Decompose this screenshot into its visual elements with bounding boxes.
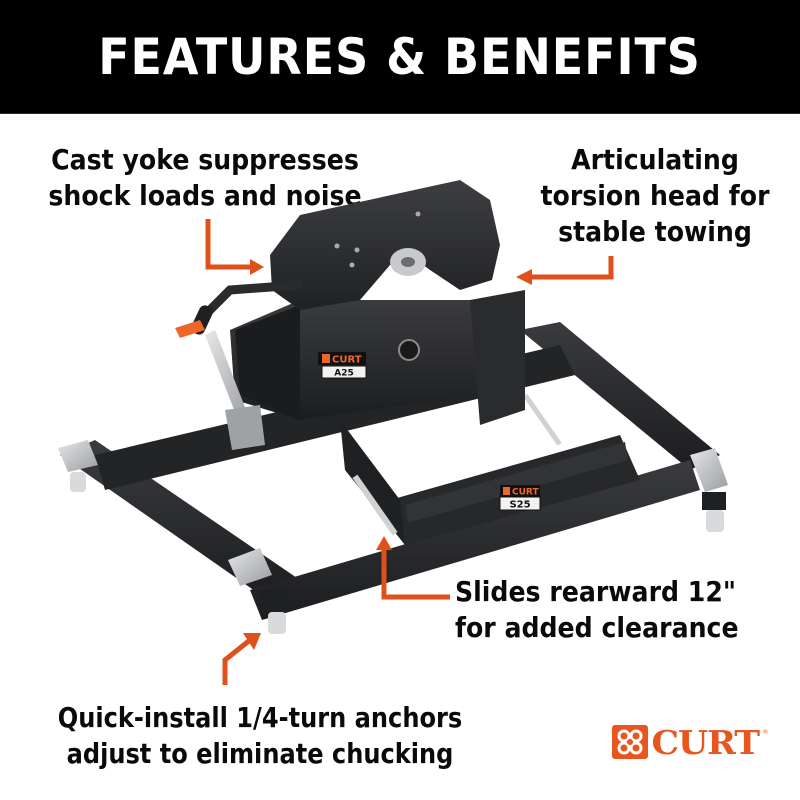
registered-mark: ®: [762, 729, 769, 736]
slider-label: CURT S25: [499, 485, 541, 511]
head-label: CURT A25: [318, 352, 367, 379]
anchor-back-left: [58, 440, 98, 492]
callout-line: stable towing: [558, 215, 752, 248]
callout-line: for added clearance: [455, 611, 739, 644]
callout-line: Quick-install 1/4-turn anchors: [57, 701, 463, 734]
curt-logo-wordmark: CURT: [651, 722, 760, 762]
callout-slides-rearward: Slides rearward 12" for added clearance: [455, 574, 743, 646]
arrow-anchors-icon: [222, 633, 261, 685]
svg-text:A25: A25: [334, 369, 354, 379]
callout-line: Cast yoke suppresses: [51, 143, 359, 176]
svg-text:CURT: CURT: [512, 488, 539, 498]
callout-line: shock loads and noise: [48, 179, 362, 212]
svg-text:S25: S25: [509, 500, 530, 511]
curt-logo: CURT ®: [612, 723, 768, 761]
callout-torsion-head: Articulating torsion head for stable tow…: [534, 142, 777, 250]
arrow-torsion-icon: [516, 256, 614, 285]
anchor-front-right: [690, 448, 728, 532]
anchor-front-left: [228, 548, 288, 634]
callout-line: adjust to eliminate chucking: [66, 737, 454, 770]
banner-title: FEATURES & BENEFITS: [98, 27, 702, 86]
callout-line: torsion head for: [540, 179, 770, 212]
curt-logo-mark-icon: [612, 725, 648, 759]
arrow-yoke-icon: [205, 219, 264, 275]
callout-line: Slides rearward 12": [455, 575, 737, 608]
callout-cast-yoke: Cast yoke suppresses shock loads and noi…: [39, 142, 372, 214]
features-banner: FEATURES & BENEFITS: [0, 0, 800, 114]
callout-quick-install-anchors: Quick-install 1/4-turn anchors adjust to…: [45, 700, 475, 772]
svg-text:CURT: CURT: [332, 355, 362, 366]
arrow-slides-icon: [376, 536, 450, 600]
callout-line: Articulating: [571, 143, 739, 176]
